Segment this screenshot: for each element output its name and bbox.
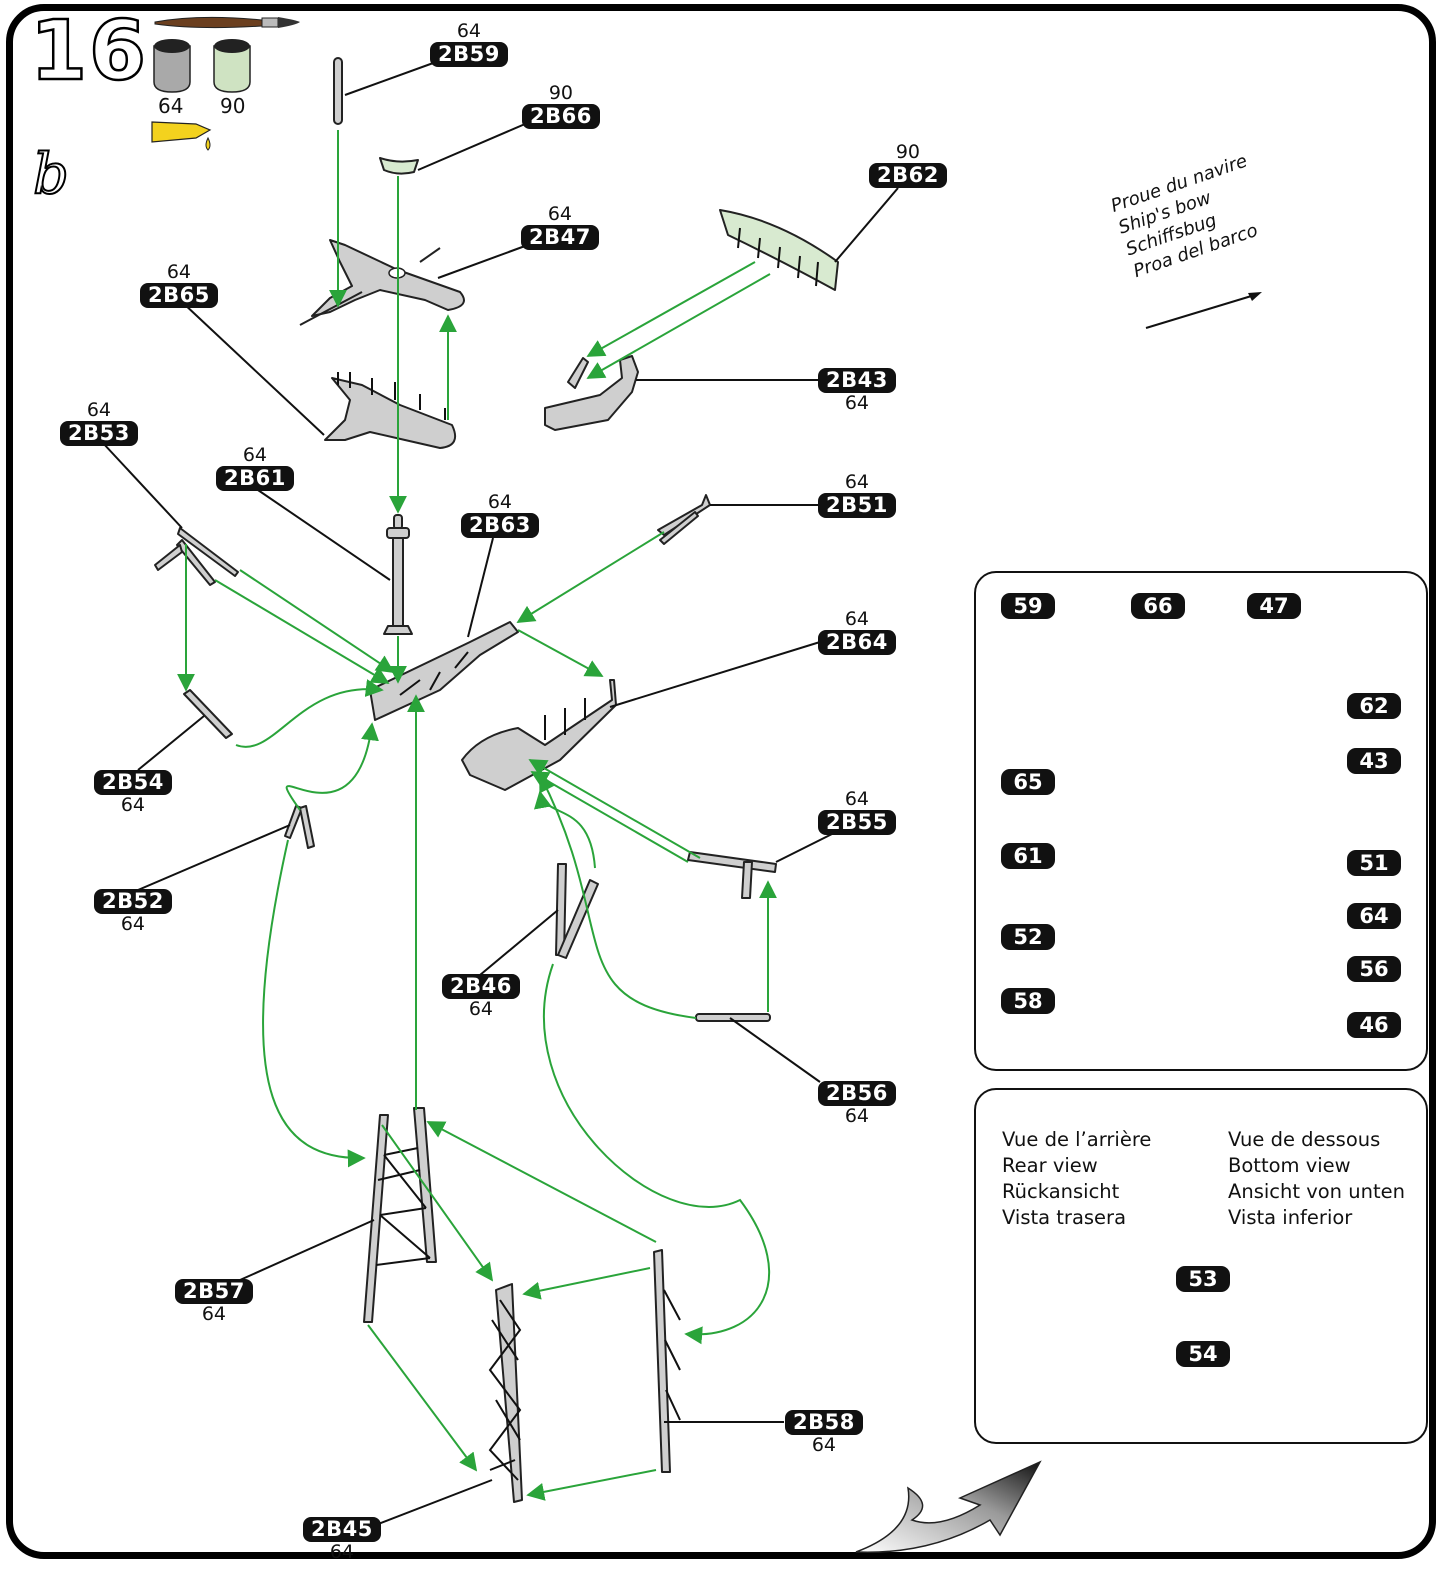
paint-code-64: 64 bbox=[158, 94, 184, 118]
callout-51: 51 bbox=[1347, 850, 1401, 876]
callout-59: 59 bbox=[1001, 593, 1055, 619]
leader-lines bbox=[101, 61, 899, 1529]
step-number: 16 bbox=[29, 3, 149, 101]
part-2b57 bbox=[363, 1107, 437, 1323]
bottom-view-caption: Vue de dessous Bottom view Ansicht von u… bbox=[1228, 1128, 1405, 1229]
callout-66: 66 bbox=[1131, 593, 1185, 619]
callout-53: 53 bbox=[1176, 1266, 1230, 1292]
callout-65: 65 bbox=[1001, 769, 1055, 795]
part-2b53 bbox=[154, 527, 239, 586]
paint-code-90: 90 bbox=[220, 94, 246, 118]
paint-pot-64-icon bbox=[153, 39, 191, 93]
part-2b54 bbox=[183, 689, 233, 739]
page-frame bbox=[6, 4, 1436, 1559]
callout-43: 43 bbox=[1347, 748, 1401, 774]
callout-58: 58 bbox=[1001, 988, 1055, 1014]
assembly-arrows bbox=[177, 130, 777, 1501]
part-2b55 bbox=[687, 851, 777, 899]
rear-view-caption: Vue de l’arrière Rear view Rückansicht V… bbox=[1002, 1128, 1152, 1229]
paint-pot-90-icon bbox=[213, 39, 251, 93]
part-2b58 bbox=[653, 1249, 681, 1473]
callout-52: 52 bbox=[1001, 924, 1055, 950]
part-2b43 bbox=[544, 355, 639, 431]
callout-54: 54 bbox=[1176, 1341, 1230, 1367]
glue-tube-icon bbox=[151, 121, 212, 151]
callout-62: 62 bbox=[1347, 693, 1401, 719]
step-sub-letter: b bbox=[32, 141, 70, 208]
part-2b47 bbox=[299, 239, 465, 326]
part-2b52 bbox=[284, 805, 315, 849]
callout-56: 56 bbox=[1347, 956, 1401, 982]
part-2b51 bbox=[657, 494, 711, 545]
bow-arrow-icon bbox=[1145, 293, 1259, 329]
part-2b45 bbox=[488, 1283, 523, 1503]
callout-46: 46 bbox=[1347, 1012, 1401, 1038]
part-2b65 bbox=[324, 372, 456, 449]
callout-64: 64 bbox=[1347, 903, 1401, 929]
callout-47: 47 bbox=[1247, 593, 1301, 619]
assembled-view-box bbox=[974, 571, 1428, 1071]
part-2b61 bbox=[383, 514, 413, 635]
page-turn-arrow-icon bbox=[855, 1460, 1042, 1553]
part-2b66 bbox=[379, 157, 419, 175]
callout-61: 61 bbox=[1001, 843, 1055, 869]
paintbrush-icon bbox=[154, 16, 300, 29]
part-2b64 bbox=[461, 679, 617, 791]
part-2b62 bbox=[719, 209, 839, 291]
part-2b59 bbox=[333, 57, 343, 125]
part-2b46 bbox=[555, 863, 599, 959]
